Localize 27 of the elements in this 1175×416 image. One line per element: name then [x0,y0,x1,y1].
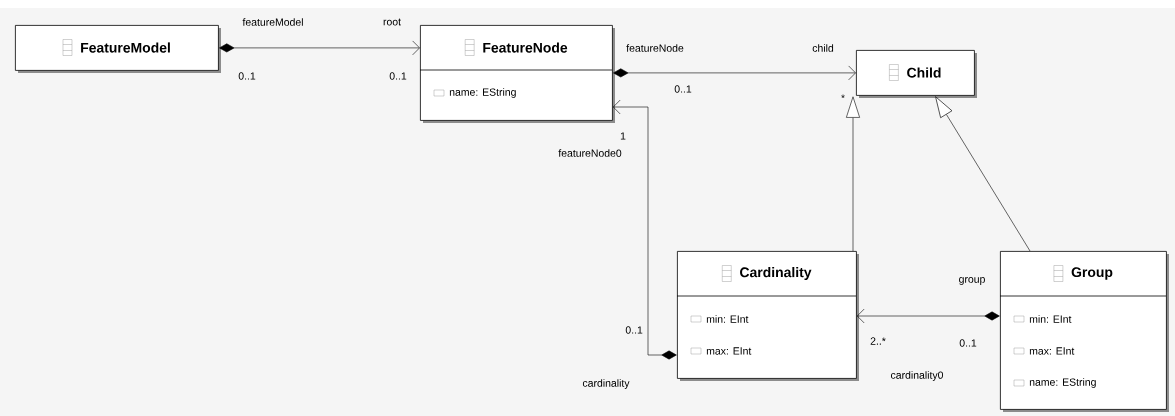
role-label: 0..1 [625,326,643,334]
role-label: 2..* [870,337,886,345]
class-box: FeatureModel [15,25,221,73]
role-label: 0..1 [238,72,256,80]
class-box: FeatureNode name: EString [419,25,615,123]
role-label: featureNode [626,44,684,52]
role-label: 0..1 [674,85,692,93]
composition-arrow [219,40,420,56]
class-box: Cardinality min: EInt max: EInt [676,251,859,381]
generalization-arrow [846,96,860,252]
class-box: Group min: EInt max: EInt name: EString [999,251,1169,412]
composition-arrow [612,99,677,360]
composition-arrow [613,65,856,81]
role-label: group [959,277,985,285]
class-box: Child [856,50,977,98]
role-label: featureModel [242,18,303,26]
role-label: featureNode0 [558,149,622,157]
role-label: 0..1 [389,72,407,80]
role-label: cardinality [582,379,630,389]
role-label: 1 [620,132,626,140]
role-label: 0..1 [959,339,977,347]
role-label: * [841,94,845,99]
generalization-arrow [935,96,1031,252]
role-label: child [812,44,834,52]
role-label: cardinality0 [891,371,944,381]
composition-arrow [856,308,1000,324]
role-label: root [383,18,401,26]
